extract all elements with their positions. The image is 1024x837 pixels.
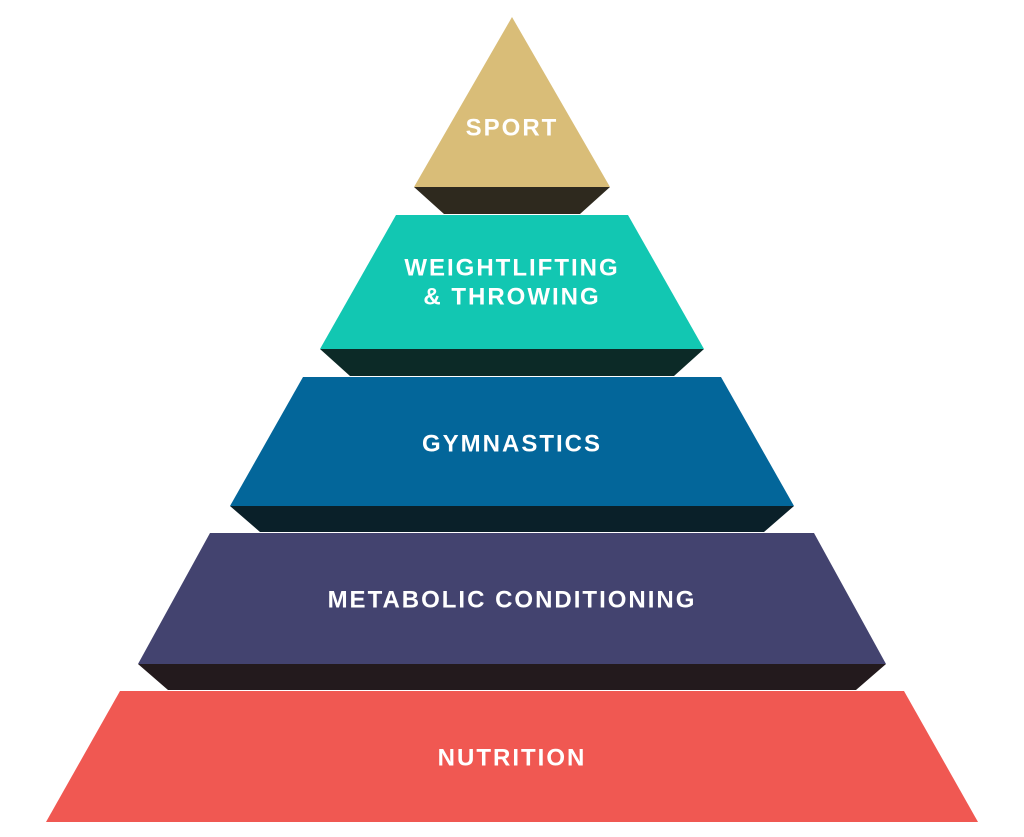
tier-weightlifting: WEIGHTLIFTING & THROWING bbox=[320, 215, 704, 376]
tier-sport: SPORT bbox=[414, 17, 610, 214]
tier-nutrition-face bbox=[46, 691, 978, 822]
tier-sport-label: SPORT bbox=[466, 114, 559, 141]
tier-weightlifting-shadow bbox=[320, 349, 704, 376]
tier-metabolic: METABOLIC CONDITIONING bbox=[138, 533, 886, 690]
tier-nutrition: NUTRITION bbox=[46, 691, 978, 822]
tier-sport-shadow bbox=[414, 187, 610, 214]
tier-gymnastics-shadow bbox=[230, 506, 794, 532]
tier-weightlifting-label-line2: & THROWING bbox=[423, 283, 600, 310]
tier-sport-face bbox=[414, 17, 610, 187]
tier-metabolic-face bbox=[138, 533, 886, 664]
tier-nutrition-label: NUTRITION bbox=[438, 744, 587, 771]
tier-weightlifting-face bbox=[320, 215, 704, 349]
tier-metabolic-label: METABOLIC CONDITIONING bbox=[328, 586, 697, 613]
tier-metabolic-shadow bbox=[138, 664, 886, 690]
tier-gymnastics: GYMNASTICS bbox=[230, 377, 794, 532]
tier-gymnastics-face bbox=[230, 377, 794, 506]
tier-weightlifting-label-line1: WEIGHTLIFTING bbox=[404, 254, 619, 281]
tier-gymnastics-label: GYMNASTICS bbox=[422, 430, 602, 457]
